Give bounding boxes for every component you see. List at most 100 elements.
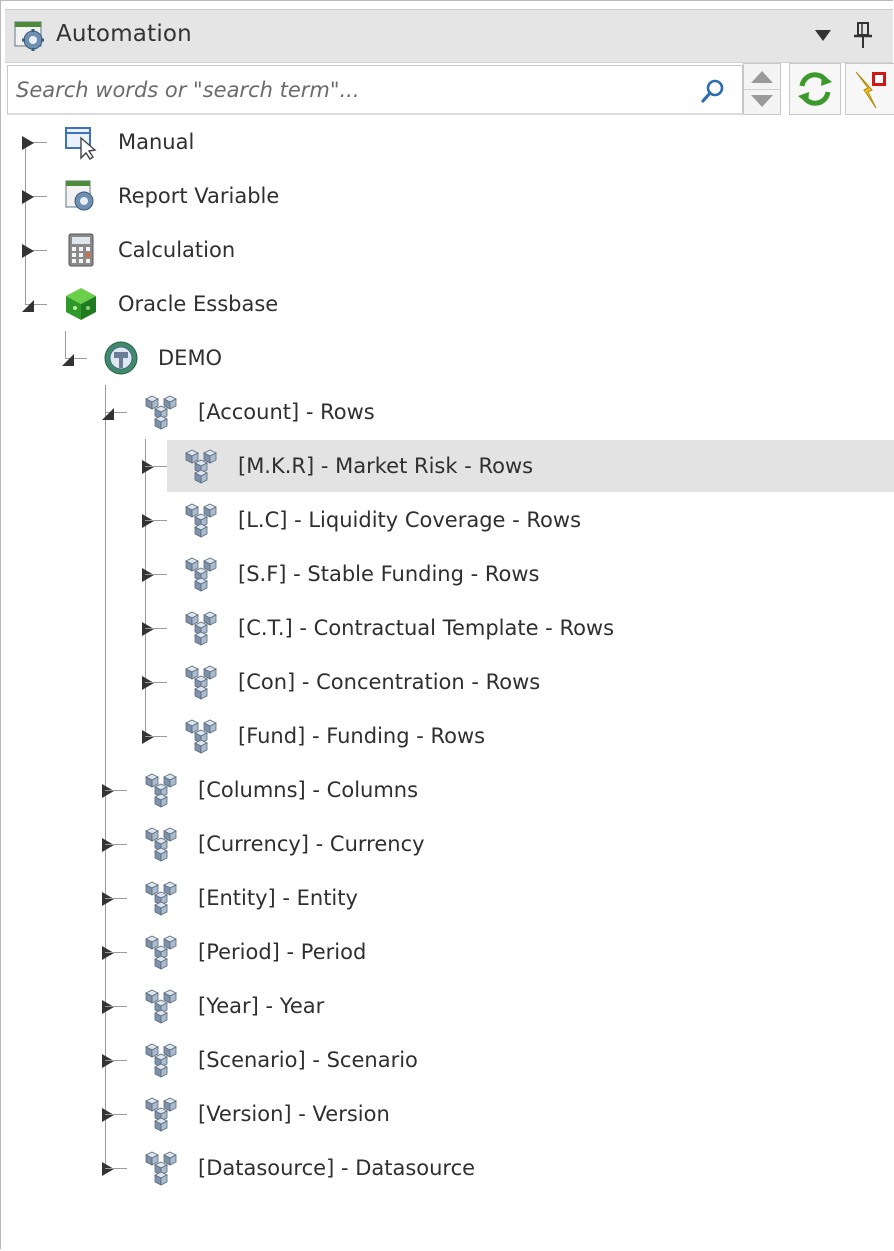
- tree-item-label: [Version] - Version: [198, 1102, 390, 1126]
- tree-item-label: Report Variable: [118, 184, 280, 208]
- tree-line: [105, 1006, 127, 1007]
- chevron-down-icon: [815, 30, 831, 41]
- tree-line: [25, 142, 47, 143]
- tree-line: [105, 1168, 127, 1169]
- dimension-cubes-icon: [185, 557, 217, 592]
- tree-item-account[interactable]: [Account] - Rows: [1, 386, 894, 438]
- tree-item-label: Manual: [118, 130, 195, 154]
- expand-arrow-icon[interactable]: [101, 1054, 115, 1068]
- previous-search-button[interactable]: [744, 64, 780, 90]
- expand-arrow-icon[interactable]: [141, 514, 155, 528]
- tree-item-period[interactable]: [Period] - Period: [1, 926, 894, 978]
- collapse-arrow-icon[interactable]: [101, 406, 115, 420]
- refresh-button[interactable]: [789, 63, 841, 115]
- collapse-arrow-icon[interactable]: [61, 352, 75, 366]
- tree-item-manual[interactable]: Manual: [1, 116, 894, 168]
- tree-line: [145, 736, 167, 737]
- tree-line: [105, 385, 106, 1169]
- expand-arrow-icon[interactable]: [101, 892, 115, 906]
- tree-item-datasource[interactable]: [Datasource] - Datasource: [1, 1142, 894, 1194]
- tree-item-oracle-essbase[interactable]: Oracle Essbase: [1, 278, 894, 330]
- tree-item-year[interactable]: [Year] - Year: [1, 980, 894, 1032]
- tree-line: [105, 952, 127, 953]
- automation-tree: Manual Report Variable: [1, 115, 894, 1251]
- search-input[interactable]: [16, 74, 686, 106]
- expand-arrow-icon[interactable]: [101, 1000, 115, 1014]
- expand-arrow-icon[interactable]: [141, 730, 155, 744]
- expand-arrow-icon[interactable]: [141, 676, 155, 690]
- tree-item-entity[interactable]: [Entity] - Entity: [1, 872, 894, 924]
- expand-arrow-icon[interactable]: [101, 1162, 115, 1176]
- tree-line: [25, 196, 47, 197]
- tree-item-label: [S.F] - Stable Funding - Rows: [238, 562, 540, 586]
- tree-line: [25, 304, 47, 305]
- expand-arrow-icon[interactable]: [101, 838, 115, 852]
- tree-line: [65, 331, 66, 359]
- search-icon[interactable]: [700, 78, 726, 104]
- dimension-cubes-icon: [185, 449, 217, 484]
- tree-item-label: [Fund] - Funding - Rows: [238, 724, 486, 748]
- tree-item-stable-funding[interactable]: [S.F] - Stable Funding - Rows: [167, 548, 894, 600]
- expand-arrow-icon[interactable]: [101, 946, 115, 960]
- tree-item-label: [Entity] - Entity: [198, 886, 358, 910]
- pin-button[interactable]: [849, 20, 877, 50]
- expand-arrow-icon[interactable]: [21, 244, 35, 258]
- search-box: [7, 65, 743, 115]
- tree-line: [105, 1114, 127, 1115]
- tree-line: [105, 790, 127, 791]
- tree-item-label: [Currency] - Currency: [198, 832, 425, 856]
- tree-item-label: [Con] - Concentration - Rows: [238, 670, 541, 694]
- essbase-cube-icon: [66, 288, 96, 320]
- tree-item-label: [Datasource] - Datasource: [198, 1156, 476, 1180]
- tree-item-report-variable[interactable]: Report Variable: [1, 170, 894, 222]
- automation-gear-icon: [14, 21, 44, 51]
- tree-line: [145, 466, 167, 467]
- tree-line: [25, 250, 47, 251]
- tree-item-liquidity-coverage[interactable]: [L.C] - Liquidity Coverage - Rows: [167, 494, 894, 546]
- tree-item-label: [C.T.] - Contractual Template - Rows: [238, 616, 615, 640]
- dimension-cubes-icon: [185, 719, 217, 754]
- tree-item-demo[interactable]: DEMO: [1, 332, 894, 384]
- tree-item-calculation[interactable]: Calculation: [1, 224, 894, 276]
- dimension-cubes-icon: [145, 1043, 177, 1078]
- panel-menu-button[interactable]: [809, 24, 837, 48]
- database-connection-icon: [104, 341, 138, 375]
- tree-item-scenario[interactable]: [Scenario] - Scenario: [1, 1034, 894, 1086]
- tree-item-market-risk[interactable]: [M.K.R] - Market Risk - Rows: [167, 440, 894, 492]
- dimension-cubes-icon: [145, 395, 177, 430]
- expand-arrow-icon[interactable]: [21, 190, 35, 204]
- tree-item-columns[interactable]: [Columns] - Columns: [1, 764, 894, 816]
- tree-line: [145, 439, 146, 737]
- tree-line: [105, 412, 127, 413]
- expand-arrow-icon[interactable]: [101, 784, 115, 798]
- expand-arrow-icon[interactable]: [141, 568, 155, 582]
- expand-arrow-icon[interactable]: [141, 460, 155, 474]
- calculator-icon: [68, 233, 94, 267]
- tree-line: [145, 682, 167, 683]
- collapse-arrow-icon[interactable]: [21, 298, 35, 312]
- tree-item-label: Oracle Essbase: [118, 292, 279, 316]
- tree-line: [105, 898, 127, 899]
- tree-item-label: [M.K.R] - Market Risk - Rows: [238, 454, 534, 478]
- expand-arrow-icon[interactable]: [141, 622, 155, 636]
- tree-item-label: [Year] - Year: [198, 994, 325, 1018]
- expand-arrow-icon[interactable]: [21, 136, 35, 150]
- spin-down-icon: [751, 95, 773, 107]
- panel-title: Automation: [56, 21, 192, 47]
- tree-line: [25, 141, 26, 305]
- dimension-cubes-icon: [185, 665, 217, 700]
- tree-item-concentration[interactable]: [Con] - Concentration - Rows: [167, 656, 894, 708]
- panel-title-bar: Automation: [5, 9, 893, 63]
- tree-item-version[interactable]: [Version] - Version: [1, 1088, 894, 1140]
- search-row: [5, 63, 894, 115]
- tree-item-contractual-template[interactable]: [C.T.] - Contractual Template - Rows: [167, 602, 894, 654]
- clear-filter-button[interactable]: [845, 63, 894, 115]
- tree-item-funding[interactable]: [Fund] - Funding - Rows: [167, 710, 894, 762]
- dimension-cubes-icon: [145, 935, 177, 970]
- expand-arrow-icon[interactable]: [101, 1108, 115, 1122]
- tree-item-label: [Account] - Rows: [198, 400, 375, 424]
- next-search-button[interactable]: [744, 89, 780, 114]
- tree-item-label: [Scenario] - Scenario: [198, 1048, 418, 1072]
- tree-item-currency[interactable]: [Currency] - Currency: [1, 818, 894, 870]
